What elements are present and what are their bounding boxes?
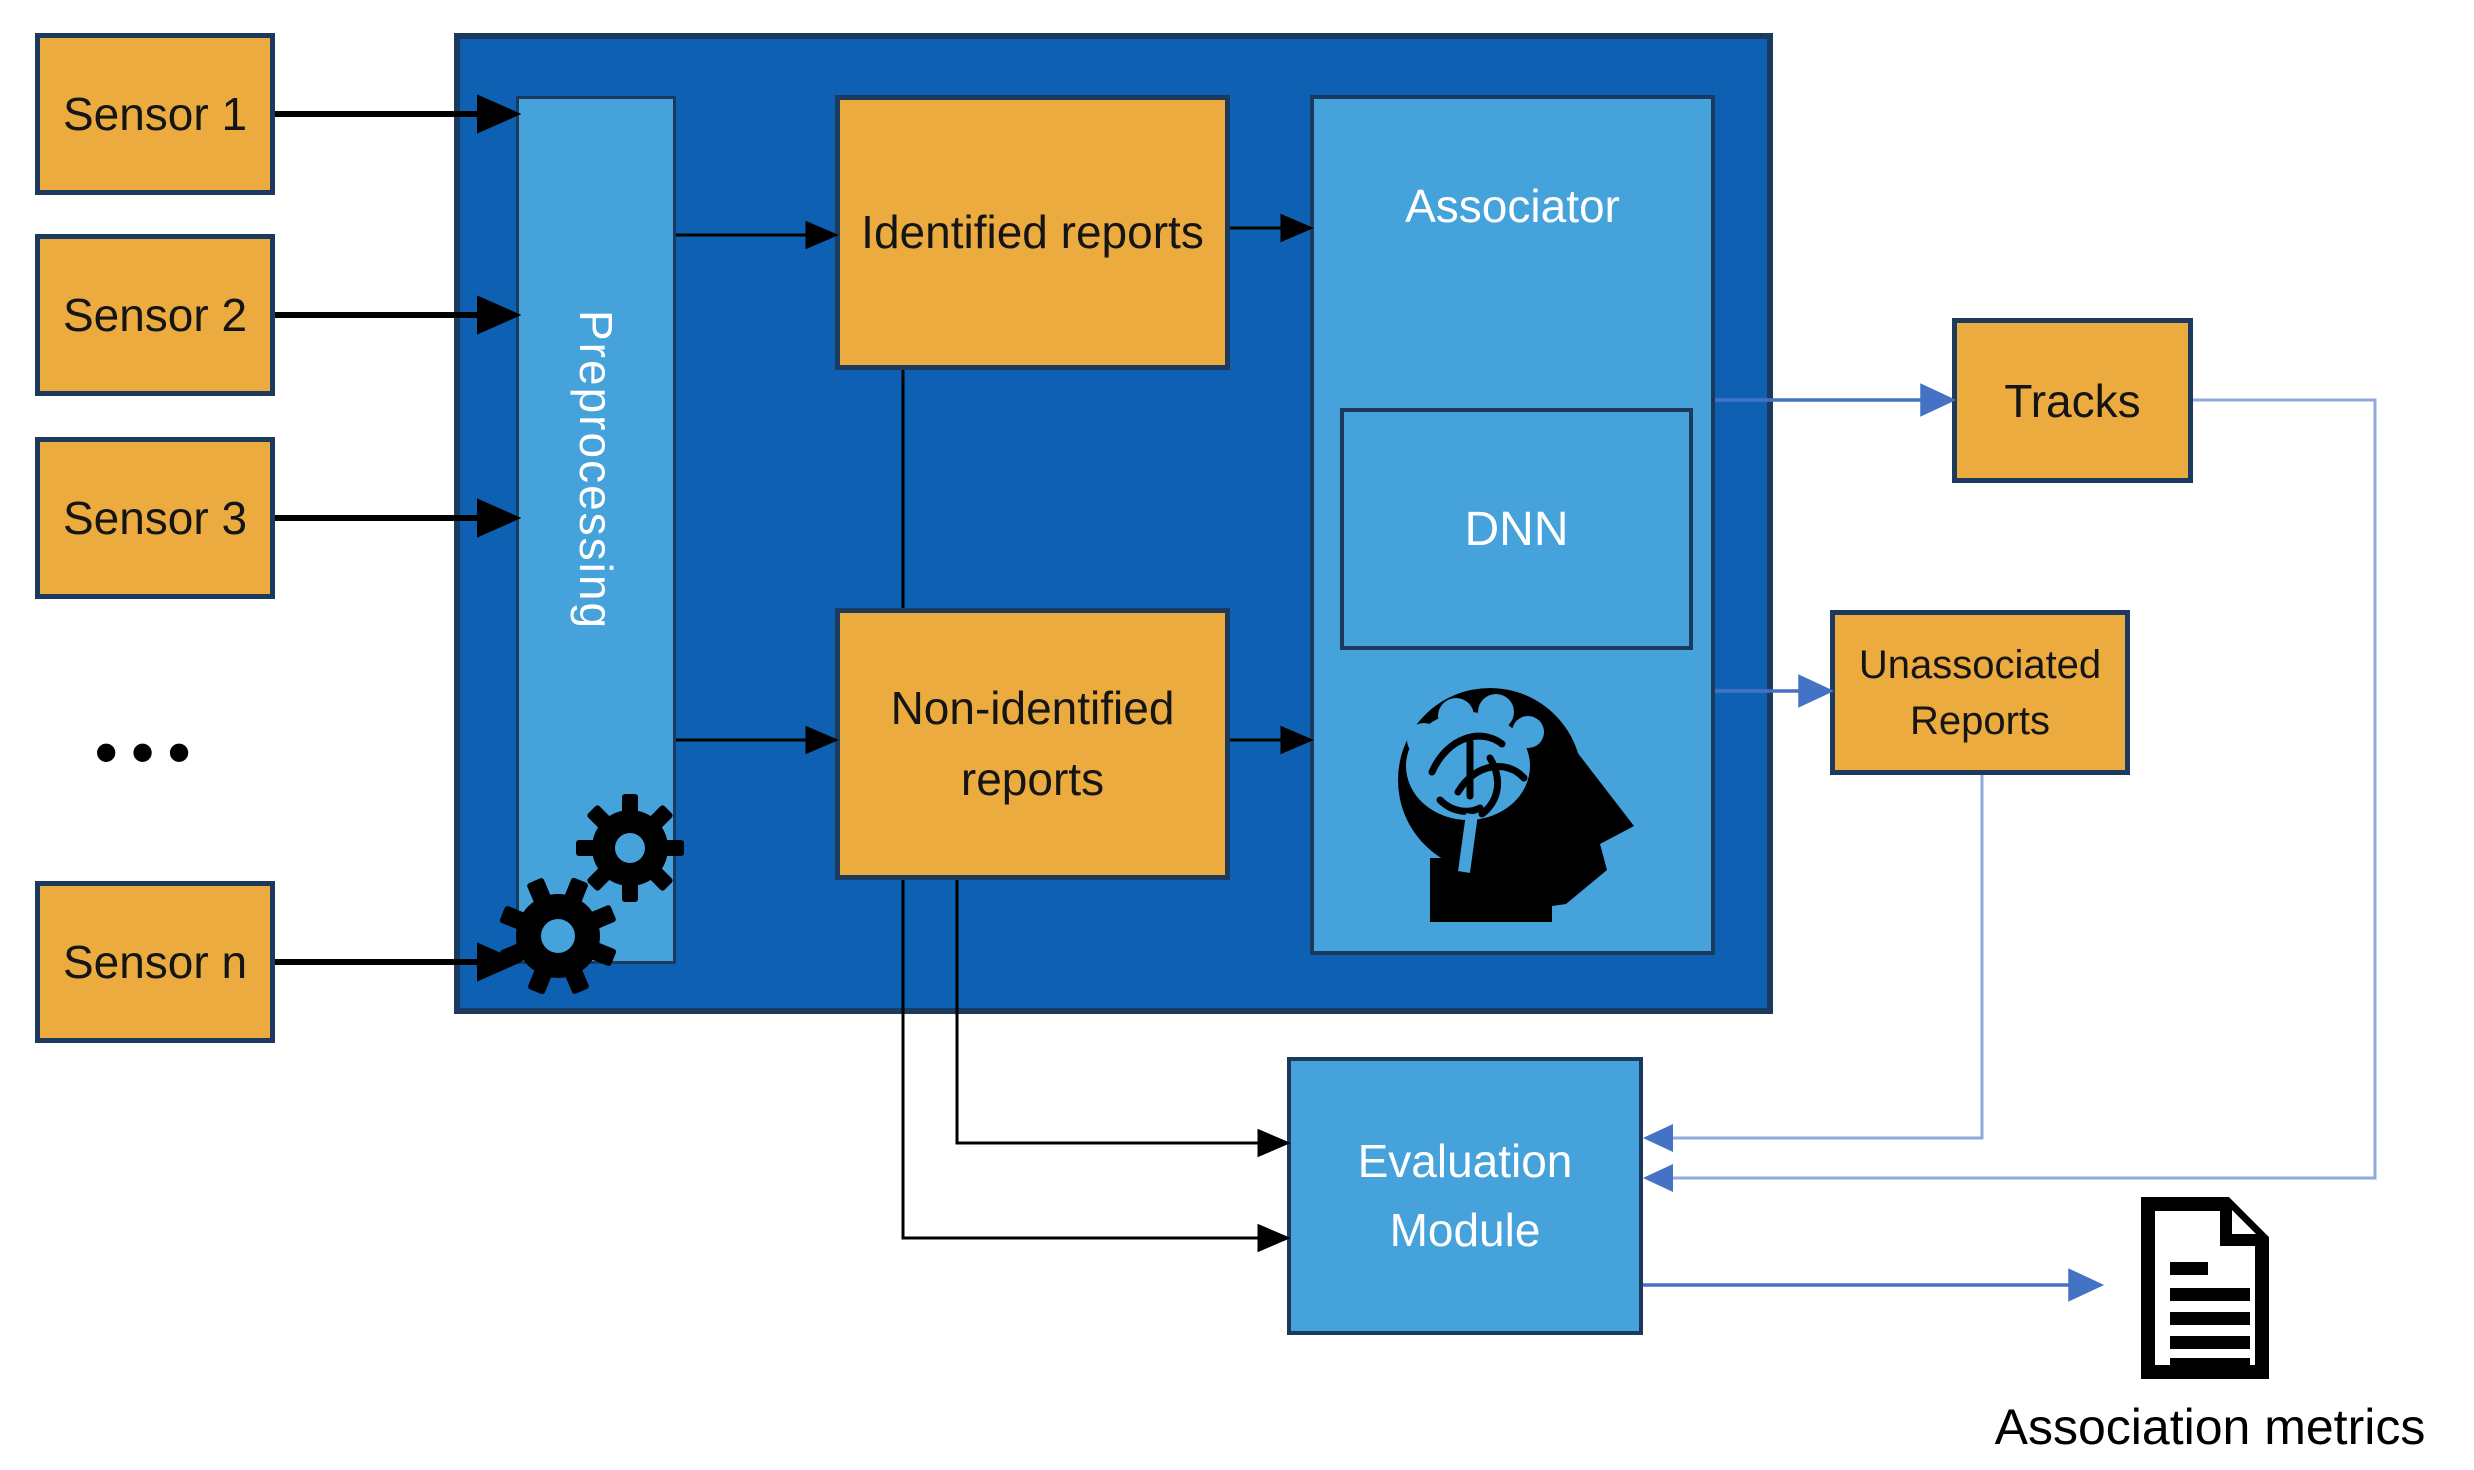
identified-reports-label: Identified reports (861, 205, 1204, 258)
sensor-n-box: Sensor n (35, 881, 275, 1043)
unassociated-reports-label: Unassociated Reports (1858, 642, 2102, 743)
feedback-arrowheads (1643, 1124, 1673, 1192)
sensor-3-box: Sensor 3 (35, 437, 275, 599)
identified-reports-box: Identified reports (835, 95, 1230, 370)
unassociated-reports-box: Unassociated Reports (1830, 610, 2130, 775)
preprocessing-label: Preprocessing (570, 309, 622, 631)
evaluation-module-label: Evaluation Module (1357, 1135, 1573, 1256)
tracks-box: Tracks (1952, 318, 2193, 483)
non-identified-reports-box: Non-identified reports (835, 608, 1230, 880)
document-icon (2141, 1197, 2269, 1379)
sensor-2-box: Sensor 2 (35, 234, 275, 396)
feedback-lines (1667, 398, 2377, 1180)
arrow-evaluation-to-metrics (1643, 1268, 2105, 1302)
sensor-3-label: Sensor 3 (62, 492, 248, 544)
arrowhead-unassociated-evaluation (1643, 1124, 1673, 1152)
sensor-1-box: Sensor 1 (35, 33, 275, 195)
dnn-box: DNN (1340, 408, 1693, 650)
non-identified-reports-label: Non-identified reports (890, 681, 1175, 805)
preprocessing-box: Preprocessing (516, 96, 676, 964)
associator-label: Associator (1405, 180, 1620, 232)
evaluation-module-box: Evaluation Module (1287, 1057, 1643, 1335)
tracks-label: Tracks (2004, 374, 2141, 427)
sensor-2-label: Sensor 2 (62, 289, 248, 341)
sensor-1-label: Sensor 1 (62, 88, 248, 140)
line-tracks-to-evaluation (1667, 398, 2377, 1180)
sensor-n-label: Sensor n (62, 936, 248, 988)
sensors-ellipsis: ••• (95, 716, 205, 788)
arrowhead-tracks-evaluation (1643, 1164, 1673, 1192)
dnn-label: DNN (1464, 502, 1569, 556)
association-metrics-label: Association metrics (1994, 1399, 2426, 1455)
